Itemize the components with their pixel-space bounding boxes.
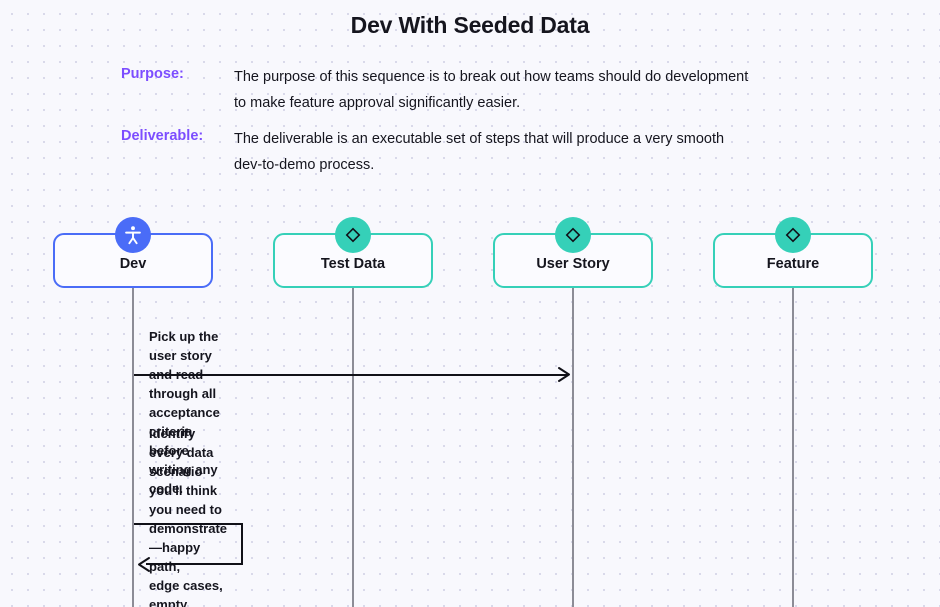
participant-label-test-data: Test Data bbox=[320, 255, 386, 272]
purpose-row: Purpose: The purpose of this sequence is… bbox=[121, 64, 748, 116]
participant-label-feature: Feature bbox=[766, 255, 820, 272]
purpose-text: The purpose of this sequence is to break… bbox=[234, 69, 749, 111]
diamond-icon bbox=[775, 217, 811, 253]
lifeline-user-story bbox=[572, 288, 574, 607]
participant-feature[interactable]: Feature bbox=[713, 217, 873, 288]
message-2-line-right bbox=[241, 523, 243, 565]
message-2-line-bottom bbox=[146, 563, 243, 565]
message-2-arrowhead bbox=[136, 556, 152, 578]
message-1-line bbox=[134, 374, 568, 376]
message-2-label: Identify every data scenario you'll thin… bbox=[149, 426, 228, 607]
participant-user-story[interactable]: User Story bbox=[493, 217, 653, 288]
lifeline-dev bbox=[132, 288, 134, 607]
deliverable-text: The deliverable is an executable set of … bbox=[234, 131, 725, 173]
message-1-label: Pick up the user story and read through … bbox=[149, 329, 220, 496]
participant-test-data[interactable]: Test Data bbox=[273, 217, 433, 288]
lifeline-feature bbox=[792, 288, 794, 607]
participant-dev[interactable]: Dev bbox=[53, 217, 213, 288]
message-2-line-top bbox=[134, 523, 243, 525]
participant-label-user-story: User Story bbox=[536, 255, 610, 272]
lifeline-test-data bbox=[352, 288, 354, 607]
participant-label-dev: Dev bbox=[119, 255, 147, 272]
diamond-icon bbox=[555, 217, 591, 253]
deliverable-row: Deliverable: The deliverable is an execu… bbox=[121, 126, 724, 178]
deliverable-label: Deliverable: bbox=[121, 128, 204, 144]
actor-person-icon bbox=[115, 217, 151, 253]
purpose-label: Purpose: bbox=[121, 66, 184, 82]
page-title: Dev With Seeded Data bbox=[350, 12, 590, 38]
diamond-icon bbox=[335, 217, 371, 253]
message-1-arrowhead bbox=[556, 366, 572, 388]
